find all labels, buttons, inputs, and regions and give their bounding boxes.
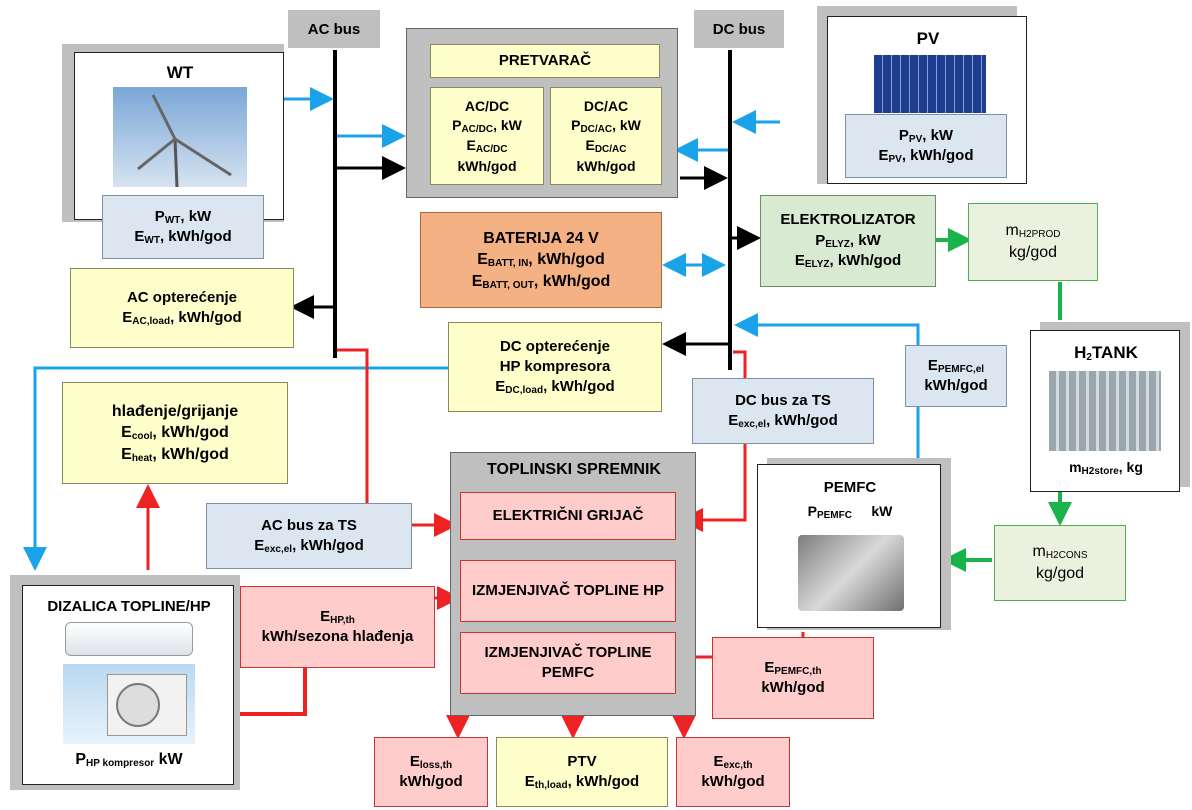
hx-pemfc-block: IZMJENJIVAČ TOPLINE PEMFC bbox=[460, 632, 676, 694]
electric-heater-block: ELEKTRIČNI GRIJAČ bbox=[460, 492, 676, 540]
heat-pump-title: DIZALICA TOPLINE/HP bbox=[47, 598, 211, 615]
dc-bus-ts-block: DC bus za TS Eexc,el, kWh/god bbox=[692, 378, 874, 444]
h2cons-block: mH2CONS kg/god bbox=[994, 525, 1126, 601]
h2prod-block: mH2PROD kg/god bbox=[968, 203, 1098, 281]
wind-turbine-icon bbox=[137, 94, 232, 188]
hp-th-block: EHP,th kWh/sezona hlađenja bbox=[240, 586, 435, 668]
ac-bus-ts-block: AC bus za TS Eexc,el, kWh/god bbox=[206, 503, 412, 569]
acdc-block: AC/DC PAC/DC, kW EAC/DC kWh/god bbox=[430, 87, 544, 185]
h2tank-value: mH2store, kg bbox=[1069, 459, 1143, 477]
gas-cylinders-icon bbox=[1049, 371, 1161, 451]
h2tank-frame: H2TANK mH2store, kg bbox=[1030, 330, 1180, 492]
dcac-block: DC/AC PDC/AC, kW EDC/AC kWh/god bbox=[550, 87, 662, 185]
converter-title: PRETVARAČ bbox=[430, 44, 660, 78]
wt-frame: WT bbox=[74, 52, 284, 220]
heat-pump-frame: DIZALICA TOPLINE/HP PHP kompresor kW bbox=[22, 585, 234, 785]
wind-turbine-image bbox=[113, 87, 247, 188]
pemfc-power: PPEMFC kW bbox=[807, 503, 893, 521]
pemfc-title: PEMFC bbox=[823, 479, 877, 496]
pemfc-el-block: EPEMFC,el kWh/god bbox=[905, 345, 1007, 407]
pv-values: PPV, kW EPV, kWh/god bbox=[845, 114, 1007, 178]
h2tank-title: H2TANK bbox=[1074, 343, 1138, 363]
heat-pump-power: PHP kompresor kW bbox=[75, 751, 183, 769]
indoor-unit-icon bbox=[65, 622, 193, 656]
dc-bus-label: DC bus bbox=[694, 10, 784, 48]
battery-block: BATERIJA 24 V EBATT, IN, kWh/god EBATT, … bbox=[420, 212, 662, 308]
wt-title: WT bbox=[166, 63, 194, 82]
outdoor-unit-image bbox=[63, 664, 195, 744]
cooling-heating-block: hlađenje/grijanje Ecool, kWh/god Eheat, … bbox=[62, 382, 288, 484]
pemfc-frame: PEMFC PPEMFC kW bbox=[757, 464, 941, 628]
ptv-block: PTV Eth,load, kWh/god bbox=[496, 737, 668, 807]
wt-values: PWT, kW EWT, kWh/god bbox=[102, 195, 264, 259]
thermal-storage-title: TOPLINSKI SPREMNIK bbox=[487, 461, 661, 478]
fan-icon bbox=[116, 683, 160, 727]
solar-panel-icon bbox=[874, 55, 986, 113]
ac-load-block: AC opterećenje EAC,load, kWh/god bbox=[70, 268, 294, 348]
hx-hp-block: IZMJENJIVAČ TOPLINE HP bbox=[460, 560, 676, 622]
dc-load-block: DC opterećenje HP kompresora EDC,load, k… bbox=[448, 322, 662, 412]
pemfc-th-block: EPEMFC,th kWh/god bbox=[712, 637, 874, 719]
loss-th-block: Eloss,th kWh/god bbox=[374, 737, 488, 807]
fuel-cell-stack-icon bbox=[798, 535, 904, 611]
outdoor-unit-icon bbox=[107, 674, 187, 736]
pv-title: PV bbox=[916, 29, 940, 48]
electrolyzer-block: ELEKTROLIZATOR PELYZ, kW EELYZ, kWh/god bbox=[760, 195, 936, 287]
exc-th-block: Eexc,th kWh/god bbox=[676, 737, 790, 807]
ac-bus-label: AC bus bbox=[288, 10, 380, 48]
